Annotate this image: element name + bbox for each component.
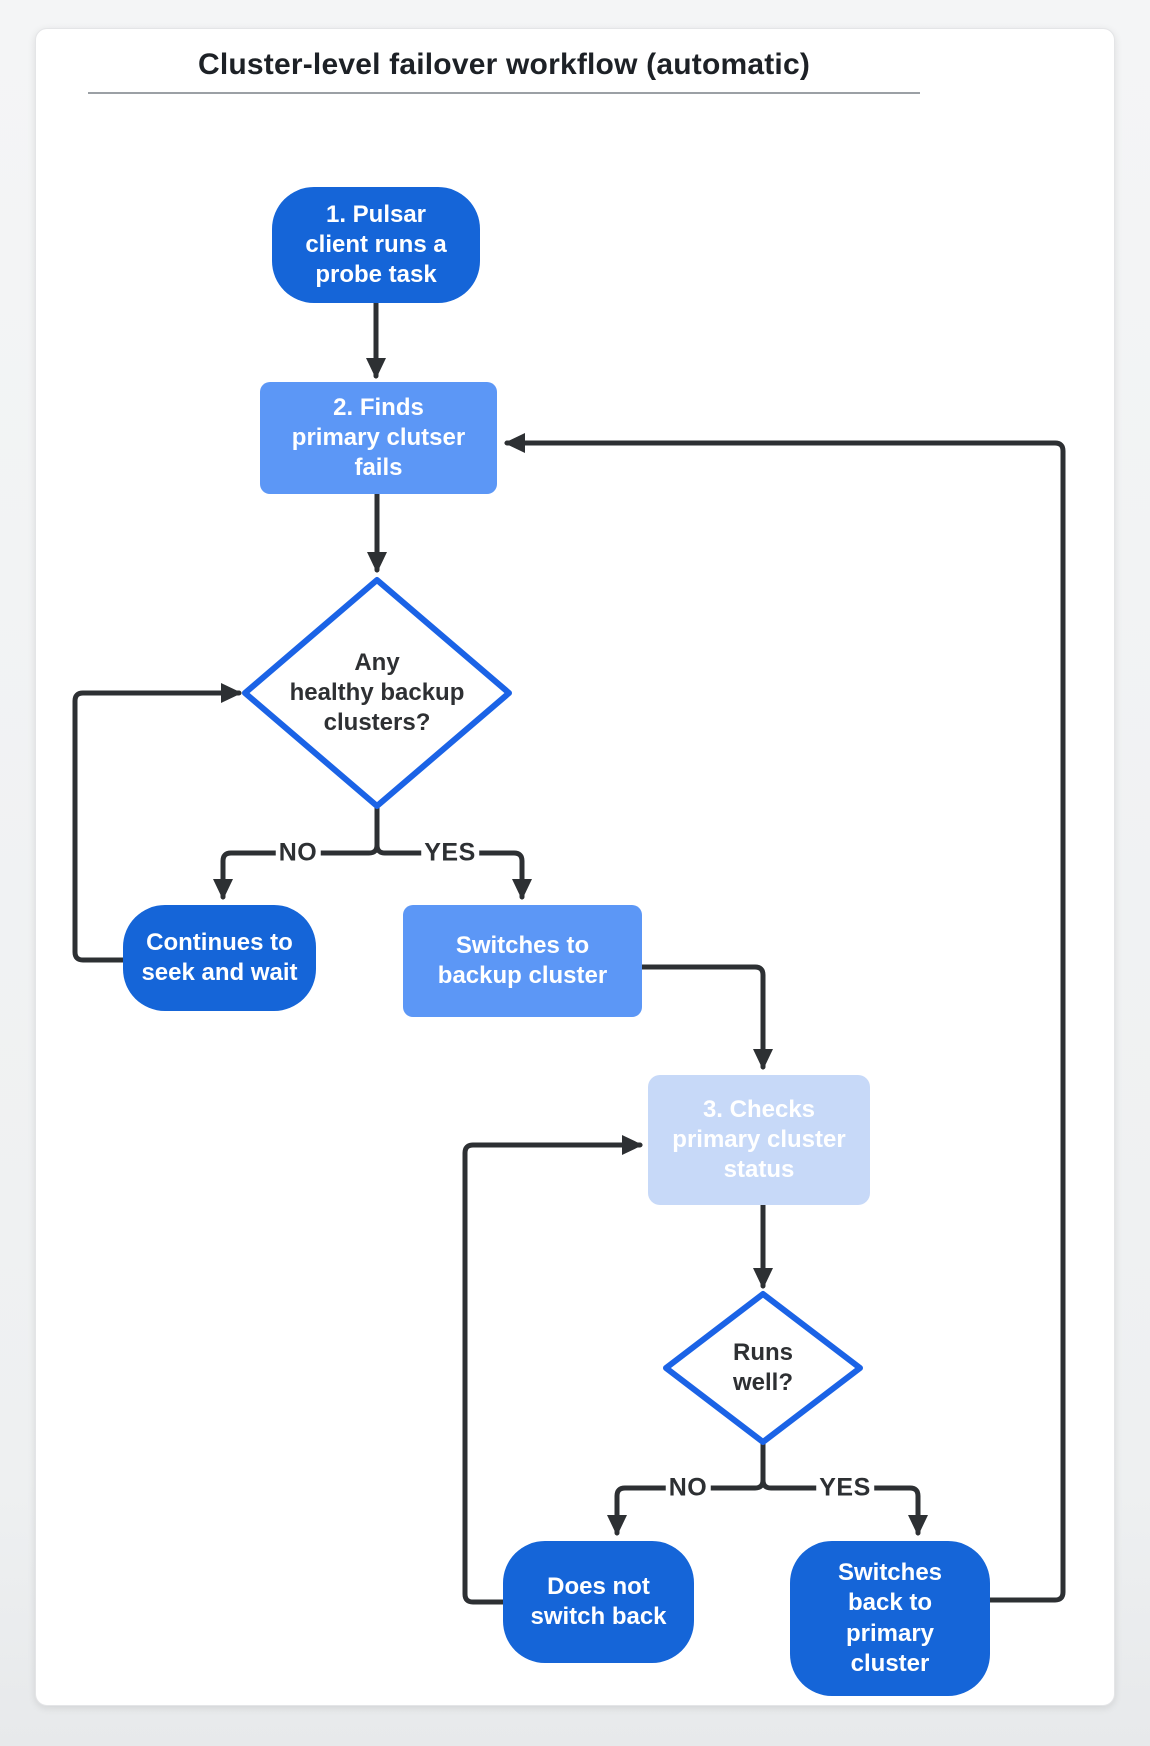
node-finds-primary-cluster-fails-label: 2. Finds primary clutser fails xyxy=(291,393,466,482)
edge-doesnot-loop-to-checks xyxy=(462,1135,643,1605)
edge-label-yes-2: YES xyxy=(816,1474,874,1502)
decision-runs-well-label: Runs well? xyxy=(732,1339,793,1396)
page-title: Cluster-level failover workflow (automat… xyxy=(197,48,811,81)
title-block: Cluster-level failover workflow (automat… xyxy=(88,48,920,94)
node-switches-back-primary-label: Switches back to primary cluster xyxy=(837,1559,943,1677)
edge-label-no-1: NO xyxy=(275,839,321,867)
node-checks-primary-status-label: 3. Checks primary cluster status xyxy=(672,1095,846,1184)
decision-any-healthy-backup-label: Any healthy backup clusters? xyxy=(289,649,465,736)
edge-switches-to-checks xyxy=(639,964,773,1070)
edge-switchback-loop-to-finds xyxy=(504,433,1066,1603)
decision-any-healthy-backup-shape xyxy=(242,577,512,809)
diagram-card xyxy=(35,28,1115,1706)
decision-runs-well-shape xyxy=(663,1291,863,1445)
node-switches-backup-cluster: Switches to backup cluster xyxy=(403,905,642,1017)
node-switches-backup-cluster-label: Switches to backup cluster xyxy=(437,931,608,989)
edge-continues-loop-to-decision1 xyxy=(72,683,242,963)
title-divider xyxy=(88,92,920,94)
node-does-not-switch-back: Does not switch back xyxy=(503,1541,694,1663)
node-continues-seek-wait-label: Continues to seek and wait xyxy=(141,928,298,986)
node-pulsar-probe-task-label: 1. Pulsar client runs a probe task xyxy=(305,200,447,289)
edge-label-yes-1: YES xyxy=(421,839,479,867)
node-continues-seek-wait: Continues to seek and wait xyxy=(123,905,316,1011)
node-finds-primary-cluster-fails: 2. Finds primary clutser fails xyxy=(260,382,497,494)
node-does-not-switch-back-label: Does not switch back xyxy=(530,1572,667,1630)
node-switches-back-primary: Switches back to primary cluster xyxy=(790,1541,990,1696)
node-checks-primary-status: 3. Checks primary cluster status xyxy=(648,1075,870,1205)
edge-label-no-2: NO xyxy=(665,1474,711,1502)
node-pulsar-probe-task: 1. Pulsar client runs a probe task xyxy=(272,187,480,303)
